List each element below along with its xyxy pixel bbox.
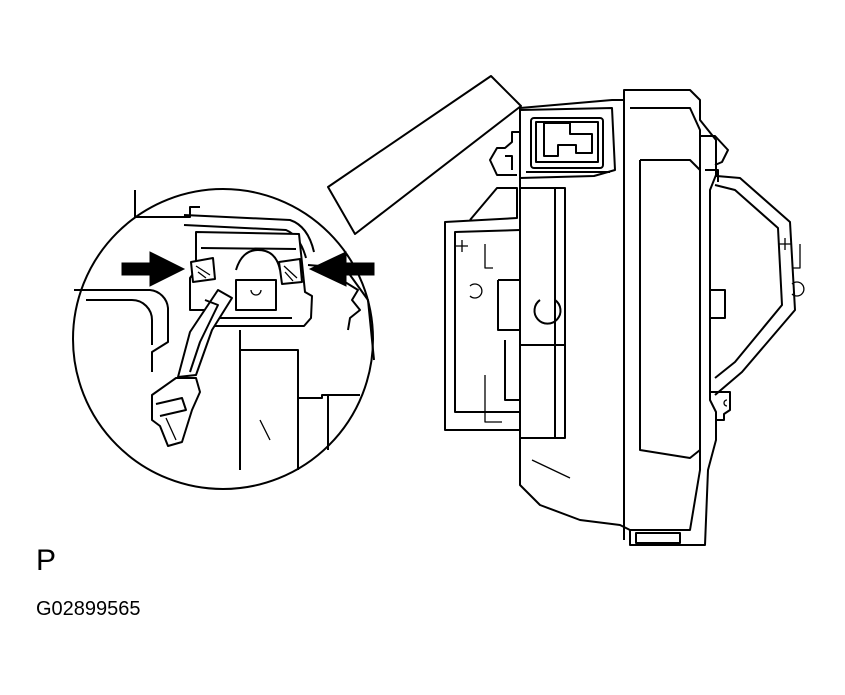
figure-code-label: G02899565 [36, 598, 141, 620]
right-release-clip [278, 258, 303, 285]
right-clip-arrow [308, 251, 375, 287]
spiral-cable-assembly [444, 89, 805, 546]
view-letter-label: P [36, 544, 57, 577]
left-clip-arrow [121, 251, 186, 287]
magnified-detail-view [72, 75, 522, 490]
left-release-clip [190, 257, 216, 283]
wire-lead-connector [151, 289, 233, 447]
